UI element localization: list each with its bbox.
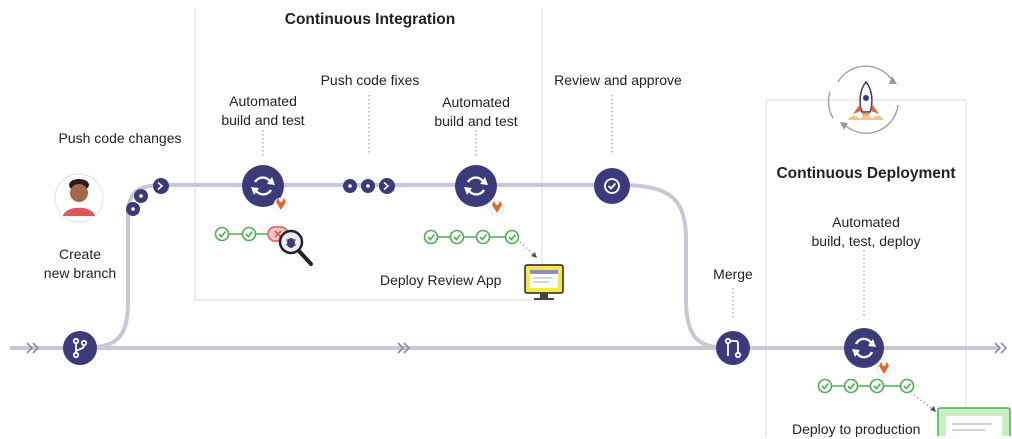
label-automated-deploy: Automated build, test, deploy: [786, 213, 946, 251]
fox-icon: [489, 200, 505, 216]
arrowhead-production: [930, 406, 936, 412]
git-merge-icon: [724, 337, 742, 359]
pipeline-node-2: [455, 165, 497, 207]
label-line: Create: [58, 246, 102, 262]
fox-icon: [876, 361, 892, 377]
rocket-icon: [827, 65, 899, 134]
chevron-start-icon: [26, 342, 40, 354]
ci-panel: [194, 8, 543, 301]
label-line: Automated: [832, 214, 900, 230]
deploy-pipeline-node: [844, 328, 884, 368]
label-deploy-production: Deploy to production: [792, 421, 921, 437]
label-automated-build-1: Automated build and test: [203, 92, 323, 130]
label-merge: Merge: [713, 266, 753, 282]
cd-title: Continuous Deployment: [776, 165, 956, 182]
status-row-1: [214, 226, 289, 242]
label-push-code-fixes: Push code fixes: [320, 72, 420, 88]
commit-icon: [134, 189, 148, 203]
label-line: build and test: [221, 112, 305, 128]
approve-node: [594, 168, 630, 204]
fox-icon: [273, 197, 289, 213]
status-row-3: [817, 378, 915, 394]
arrowhead-review-app: [531, 252, 537, 258]
chevron-end-icon: [994, 342, 1008, 354]
commit-icon: [361, 179, 375, 193]
label-review-approve: Review and approve: [554, 72, 682, 88]
production-screen-icon: [937, 407, 1011, 436]
branch-node: [63, 331, 97, 365]
push-terminal-icon: [379, 178, 395, 194]
label-line: new branch: [43, 265, 117, 281]
chevron-mid-icon: [397, 342, 411, 354]
label-deploy-review-app: Deploy Review App: [380, 272, 502, 288]
ci-title: Continuous Integration: [284, 11, 456, 28]
label-line: Automated: [229, 93, 297, 109]
label-push-code-changes: Push code changes: [58, 130, 182, 146]
label-line: Automated: [442, 94, 510, 110]
label-automated-build-2: Automated build and test: [416, 93, 536, 131]
check-circle-icon: [604, 178, 620, 194]
git-branch-icon: [72, 337, 88, 359]
developer-avatar-icon: [54, 173, 104, 223]
label-create-branch: Create new branch: [20, 245, 140, 283]
status-row-2: [423, 229, 520, 245]
commit-icon: [126, 202, 140, 216]
review-app-screen-icon: [524, 264, 564, 300]
label-line: build and test: [434, 113, 518, 129]
push-terminal-icon: [153, 178, 169, 194]
label-line: build, test, deploy: [811, 233, 921, 249]
leader-lines: [262, 95, 935, 411]
pipeline-node-1: [242, 165, 284, 207]
commit-icon: [343, 179, 357, 193]
merge-node: [716, 331, 750, 365]
magnifier-bug-icon: [278, 229, 313, 266]
branch-line: [79, 183, 731, 350]
